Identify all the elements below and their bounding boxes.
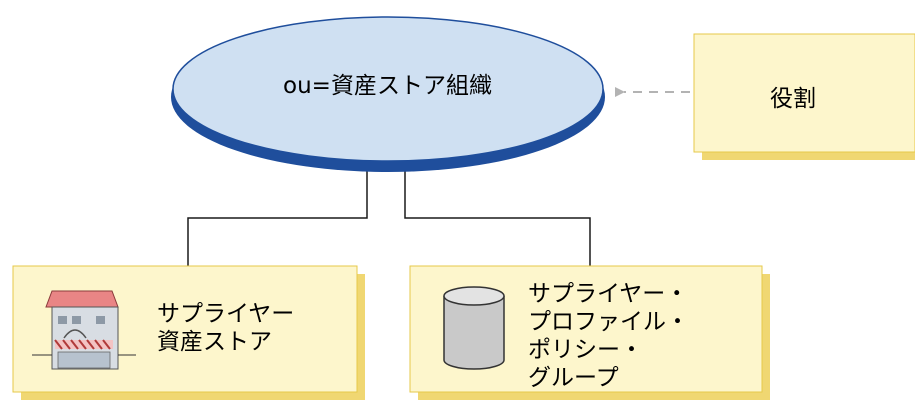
org-ellipse-node (171, 16, 605, 172)
policy-group-label-line: ポリシー・ (528, 337, 643, 363)
policy-group-label-line: プロファイル・ (528, 309, 689, 335)
policy-group-label-line: グループ (528, 365, 619, 391)
org-ellipse-face (172, 16, 604, 162)
storefront-icon (32, 290, 136, 370)
org-node-label: ou=資産ストア組織 (283, 73, 492, 99)
tree-connectors (187, 168, 591, 266)
asset-store-label-line: サプライヤー (157, 301, 295, 327)
role-box-face (693, 33, 915, 153)
asset-store-label-line: 資産ストア (157, 329, 272, 355)
asset-store-label: サプライヤー 資産ストア (157, 300, 294, 356)
connector-to-asset-store (187, 168, 368, 266)
policy-group-label-line: サプライヤー・ (528, 281, 689, 307)
role-node-label: 役割 (770, 86, 816, 112)
policy-group-label: サプライヤー・ プロファイル・ ポリシー・ グループ (528, 280, 689, 392)
connector-to-policy-group (404, 168, 591, 266)
database-cylinder-icon (443, 286, 505, 370)
role-box (693, 33, 915, 160)
